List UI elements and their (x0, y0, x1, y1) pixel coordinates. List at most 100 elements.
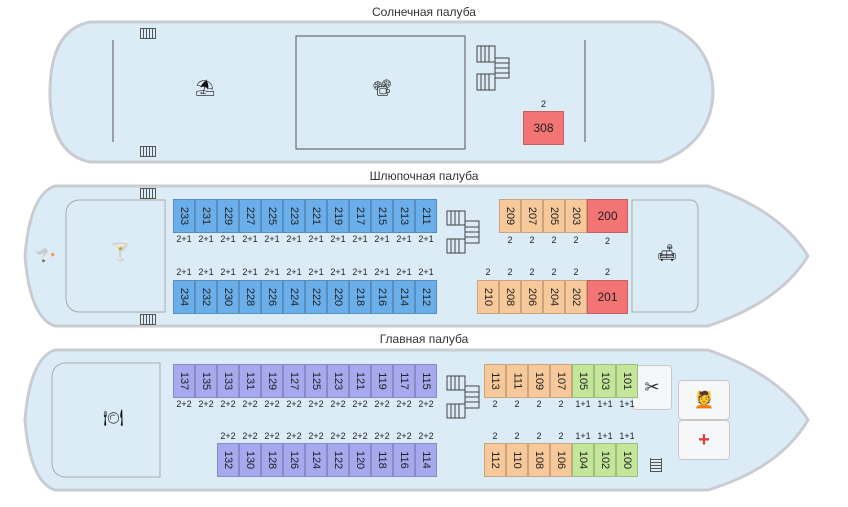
sofa-icon[interactable]: 🛋 (657, 245, 678, 262)
cabin-215[interactable]: 215 (371, 199, 393, 233)
berth-count: 1+1 (619, 431, 635, 441)
berth-count: 2+1 (198, 234, 214, 244)
cabin-135[interactable]: 135 (195, 364, 217, 398)
cabin-118[interactable]: 118 (371, 443, 393, 477)
cabin-number: 111 (510, 372, 523, 390)
cabin-218[interactable]: 218 (349, 280, 371, 314)
berth-count: 2 (514, 431, 520, 441)
berth-count: 2+1 (352, 267, 368, 277)
cabin-117[interactable]: 117 (393, 364, 415, 398)
cabin-number: 124 (309, 450, 322, 470)
cabin-226[interactable]: 226 (261, 280, 283, 314)
cabin-126[interactable]: 126 (283, 443, 305, 477)
berth-count: 2 (558, 431, 564, 441)
berth-count: 2+1 (308, 234, 324, 244)
cabin-114[interactable]: 114 (415, 443, 437, 477)
berth-count: 2+2 (418, 399, 434, 409)
cabin-128[interactable]: 128 (261, 443, 283, 477)
cabin-217[interactable]: 217 (349, 199, 371, 233)
cabin-225[interactable]: 225 (261, 199, 283, 233)
cabin-209[interactable]: 209 (499, 199, 521, 233)
cabin-229[interactable]: 229 (217, 199, 239, 233)
cabin-number: 132 (221, 450, 234, 470)
cabin-214[interactable]: 214 (393, 280, 415, 314)
medical-service-button[interactable]: + (678, 420, 730, 460)
berth-count: 2 (604, 267, 610, 277)
cabin-216[interactable]: 216 (371, 280, 393, 314)
cabin-201[interactable]: 201 (587, 280, 628, 314)
cabin-119[interactable]: 119 (371, 364, 393, 398)
cabin-308[interactable]: 308 (523, 111, 564, 145)
cabin-207[interactable]: 207 (521, 199, 543, 233)
cabin-132[interactable]: 132 (217, 443, 239, 477)
cabin-111[interactable]: 111 (506, 364, 528, 398)
cabin-127[interactable]: 127 (283, 364, 305, 398)
berth-count: 2+1 (264, 267, 280, 277)
cabin-number: 205 (547, 206, 560, 226)
barber-service-button[interactable]: ✂ (632, 365, 672, 410)
cabin-121[interactable]: 121 (349, 364, 371, 398)
cabin-number: 117 (397, 372, 410, 390)
berth-count: 2+1 (418, 267, 434, 277)
berth-count: 2 (507, 235, 513, 245)
cabin-131[interactable]: 131 (239, 364, 261, 398)
berth-count: 2 (507, 267, 513, 277)
cabin-106[interactable]: 106 (550, 443, 572, 477)
massage-service-button[interactable]: 💆 (678, 380, 730, 420)
cabin-122[interactable]: 122 (327, 443, 349, 477)
berth-count: 2 (573, 235, 579, 245)
cabin-113[interactable]: 113 (484, 364, 506, 398)
cabin-number: 113 (488, 372, 501, 390)
cabin-210[interactable]: 210 (477, 280, 499, 314)
cabin-213[interactable]: 213 (393, 199, 415, 233)
cabin-123[interactable]: 123 (327, 364, 349, 398)
cabin-228[interactable]: 228 (239, 280, 261, 314)
cabin-129[interactable]: 129 (261, 364, 283, 398)
cabin-109[interactable]: 109 (528, 364, 550, 398)
cabin-224[interactable]: 224 (283, 280, 305, 314)
cabin-232[interactable]: 232 (195, 280, 217, 314)
sun-deck-title: Солнечная палуба (372, 5, 476, 19)
cabin-116[interactable]: 116 (393, 443, 415, 477)
cabin-230[interactable]: 230 (217, 280, 239, 314)
cabin-104[interactable]: 104 (572, 443, 594, 477)
cabin-103[interactable]: 103 (594, 364, 616, 398)
cabin-108[interactable]: 108 (528, 443, 550, 477)
cabin-222[interactable]: 222 (305, 280, 327, 314)
cabin-204[interactable]: 204 (543, 280, 565, 314)
cabin-233[interactable]: 233 (173, 199, 195, 233)
berth-count: 2+1 (176, 267, 192, 277)
cabin-205[interactable]: 205 (543, 199, 565, 233)
cabin-number: 223 (287, 206, 300, 226)
cabin-105[interactable]: 105 (572, 364, 594, 398)
cabin-125[interactable]: 125 (305, 364, 327, 398)
cabin-137[interactable]: 137 (173, 364, 195, 398)
cabin-120[interactable]: 120 (349, 443, 371, 477)
cabin-234[interactable]: 234 (173, 280, 195, 314)
cabin-212[interactable]: 212 (415, 280, 437, 314)
berth-count: 2+2 (242, 431, 258, 441)
cabin-202[interactable]: 202 (565, 280, 587, 314)
cabin-220[interactable]: 220 (327, 280, 349, 314)
cabin-124[interactable]: 124 (305, 443, 327, 477)
cabin-100[interactable]: 100 (616, 443, 638, 477)
cabin-219[interactable]: 219 (327, 199, 349, 233)
cabin-133[interactable]: 133 (217, 364, 239, 398)
cabin-number: 103 (598, 371, 611, 391)
cabin-107[interactable]: 107 (550, 364, 572, 398)
cabin-110[interactable]: 110 (506, 443, 528, 477)
cabin-223[interactable]: 223 (283, 199, 305, 233)
cabin-115[interactable]: 115 (415, 364, 437, 398)
cabin-203[interactable]: 203 (565, 199, 587, 233)
cabin-200[interactable]: 200 (587, 199, 628, 233)
cabin-101[interactable]: 101 (616, 364, 638, 398)
cabin-231[interactable]: 231 (195, 199, 217, 233)
cabin-206[interactable]: 206 (521, 280, 543, 314)
cabin-130[interactable]: 130 (239, 443, 261, 477)
cabin-211[interactable]: 211 (415, 199, 437, 233)
cabin-208[interactable]: 208 (499, 280, 521, 314)
cabin-221[interactable]: 221 (305, 199, 327, 233)
cabin-102[interactable]: 102 (594, 443, 616, 477)
cabin-227[interactable]: 227 (239, 199, 261, 233)
cabin-112[interactable]: 112 (484, 443, 506, 477)
